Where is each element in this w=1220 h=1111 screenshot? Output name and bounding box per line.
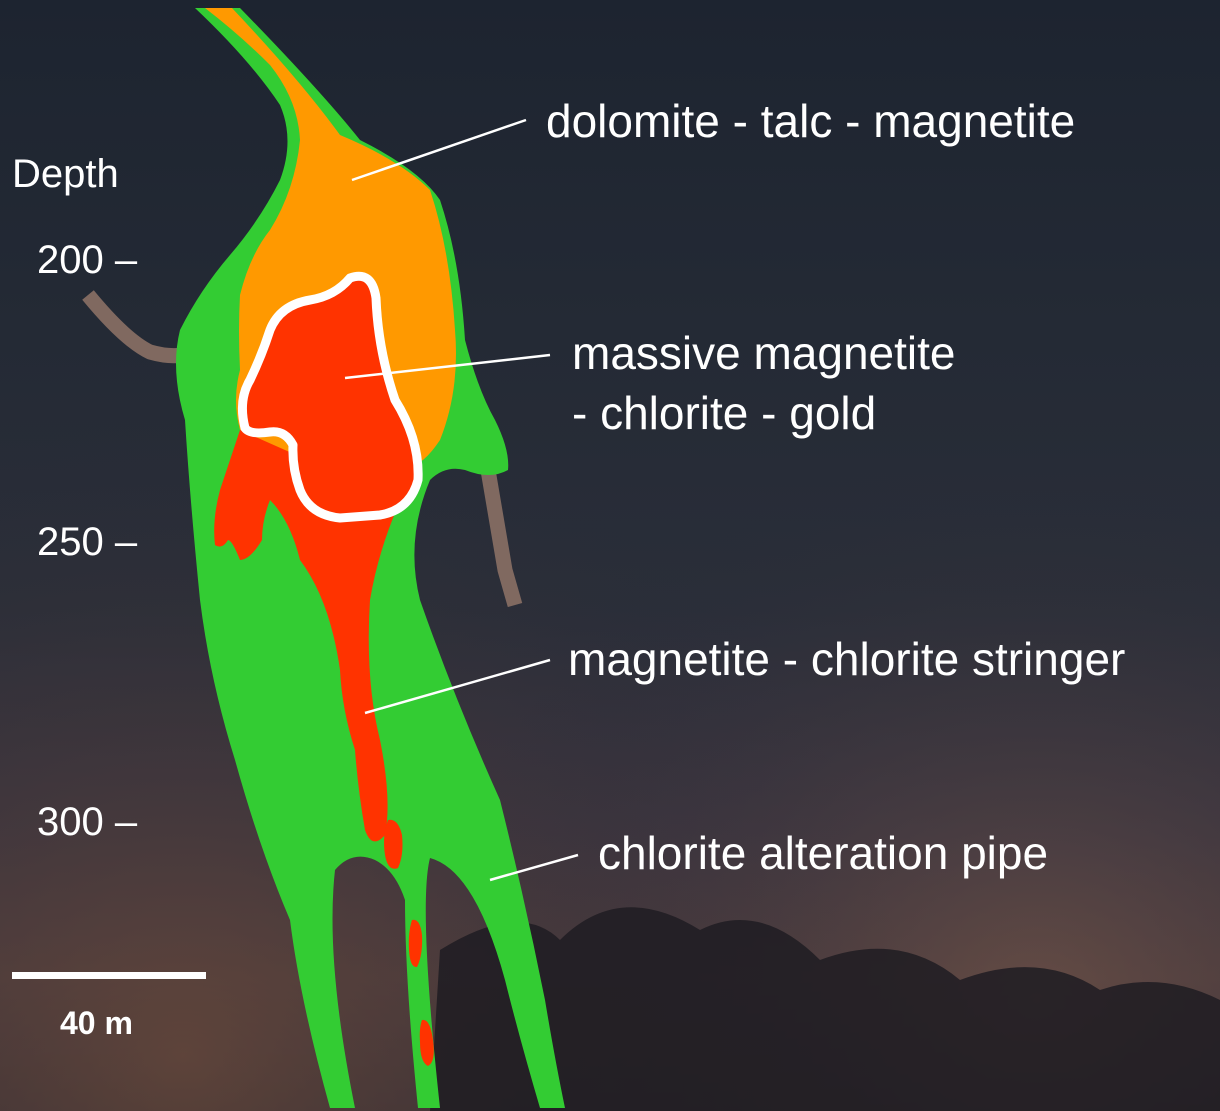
depth-axis-title: Depth [12, 154, 119, 194]
scale-bar-label: 40 m [60, 1005, 133, 1042]
depth-tick-200: 200 – [37, 240, 137, 280]
label-massive-magnetite-line1: massive magnetite [572, 326, 956, 381]
depth-tick-300: 300 – [37, 802, 137, 842]
label-magnetite-chlorite-stringer: magnetite - chlorite stringer [568, 632, 1125, 687]
scale-bar [12, 972, 206, 979]
label-massive-magnetite-line2: - chlorite - gold [572, 386, 876, 441]
label-dolomite-talc-magnetite: dolomite - talc - magnetite [546, 94, 1075, 149]
depth-tick-250: 250 – [37, 522, 137, 562]
label-chlorite-alteration-pipe: chlorite alteration pipe [598, 826, 1048, 881]
